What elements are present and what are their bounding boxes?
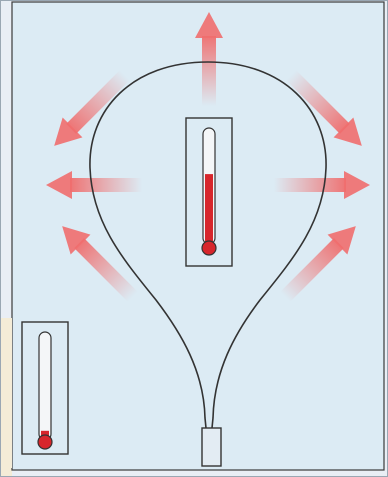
lower-left-strip bbox=[0, 318, 12, 468]
thermometer-inside bbox=[186, 118, 232, 266]
thermometer-outside-bulb bbox=[38, 435, 52, 449]
thermometer-inside-fluid bbox=[205, 174, 213, 246]
thermometer-outside bbox=[22, 322, 68, 454]
balloon-neck bbox=[202, 428, 221, 466]
thermometer-inside-bulb bbox=[202, 241, 216, 255]
thermometer-outside-tube bbox=[39, 332, 51, 440]
